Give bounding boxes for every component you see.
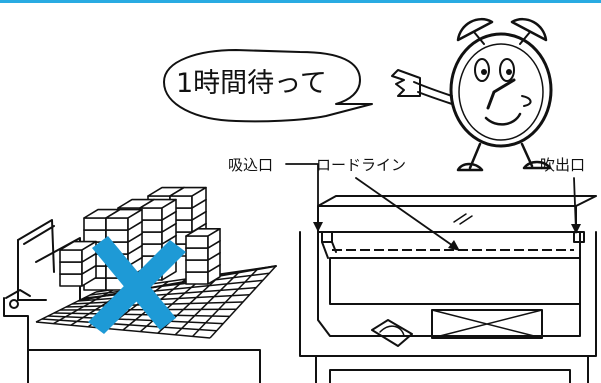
box-face: [139, 231, 163, 245]
box-face: [127, 208, 143, 231]
grid-line: [77, 286, 257, 302]
x-mark-icon: [88, 236, 186, 334]
box-face: [185, 235, 209, 249]
box-face: [185, 271, 209, 285]
stacked-boxes: [59, 186, 221, 291]
label-outlet: 吹出口: [540, 156, 585, 234]
label-intake: 吸込口: [228, 156, 323, 233]
grid-line: [209, 265, 277, 339]
top-accent-bar: [0, 0, 601, 3]
box-face: [81, 240, 97, 263]
label-intake-text: 吸込口: [228, 156, 273, 174]
box-face: [185, 247, 209, 261]
box: [139, 198, 177, 221]
box-face: [83, 217, 107, 231]
box-face: [207, 228, 221, 249]
grid-line: [83, 279, 263, 299]
bubble-text: 1時間待って: [176, 68, 327, 99]
box-face: [161, 198, 177, 221]
grid-line: [139, 275, 205, 333]
box-face: [105, 217, 129, 231]
box: [185, 228, 221, 249]
label-outlet-text: 吹出口: [540, 156, 585, 174]
label-load-line-text: ロードライン: [316, 156, 406, 174]
label-load-line: ロードライン: [316, 156, 460, 251]
proper-showcase: [299, 195, 597, 383]
box-face: [59, 261, 83, 275]
speech-bubble: 1時間待って: [163, 49, 373, 123]
box-face: [185, 259, 209, 273]
box-face: [139, 219, 163, 233]
box: [59, 240, 97, 263]
box-face: [191, 186, 207, 209]
overloaded-showcase: [3, 186, 277, 383]
box: [105, 208, 143, 231]
box-face: [139, 207, 163, 221]
grid-line: [174, 270, 241, 336]
grid-line: [71, 294, 250, 305]
alarm-clock-character-icon: [391, 17, 553, 172]
box-face: [59, 249, 83, 263]
grid-line: [192, 268, 259, 337]
box-face: [59, 273, 83, 287]
